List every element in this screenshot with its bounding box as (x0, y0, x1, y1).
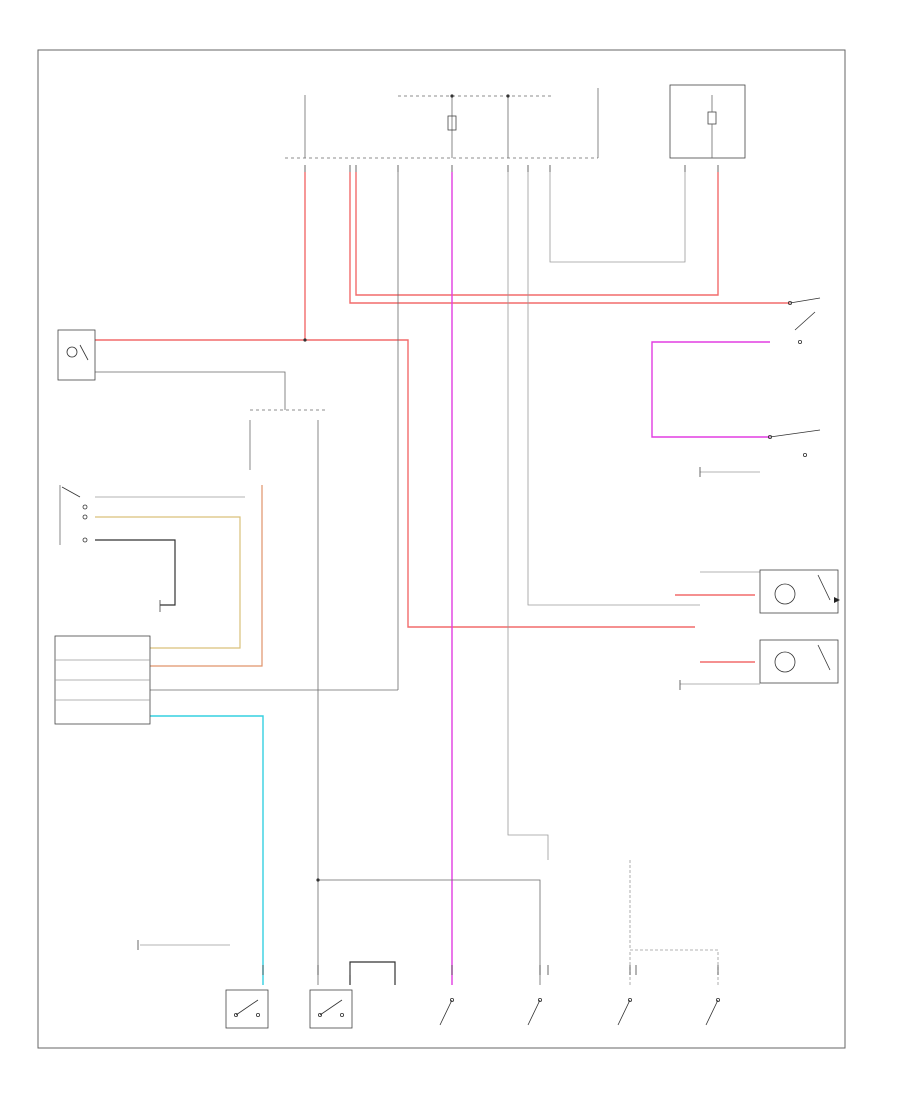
switch-right-top (788, 297, 821, 344)
lamp-assembly-right (759, 569, 840, 684)
component-switch-mid-left (59, 485, 88, 545)
diagram-frame (37, 49, 846, 1049)
bottom-switch-4 (527, 998, 543, 1026)
bottom-connectors (262, 965, 719, 975)
bottom-switch-3 (439, 998, 454, 1026)
bottom-switch-2 (309, 989, 353, 1029)
fuse-symbol (447, 115, 457, 131)
gray-wires (95, 172, 760, 985)
cyan-wire (150, 715, 264, 985)
fuse-box-right (669, 84, 746, 159)
splice-points (303, 94, 510, 882)
fuse-connectors (304, 165, 719, 172)
component-switch-top-left (57, 329, 96, 381)
ground-symbols (137, 467, 701, 950)
fuse-block-top (285, 84, 746, 159)
bottom-switch-1 (225, 989, 269, 1029)
switch-right-mid (768, 429, 821, 457)
component-module-left (54, 635, 151, 725)
bottom-switch-6 (705, 998, 721, 1026)
tan-orange-wires (95, 485, 263, 667)
pink-wires (451, 172, 770, 985)
black-wire-left (95, 539, 176, 606)
bottom-switch-5 (617, 998, 633, 1026)
red-wires (95, 172, 790, 663)
